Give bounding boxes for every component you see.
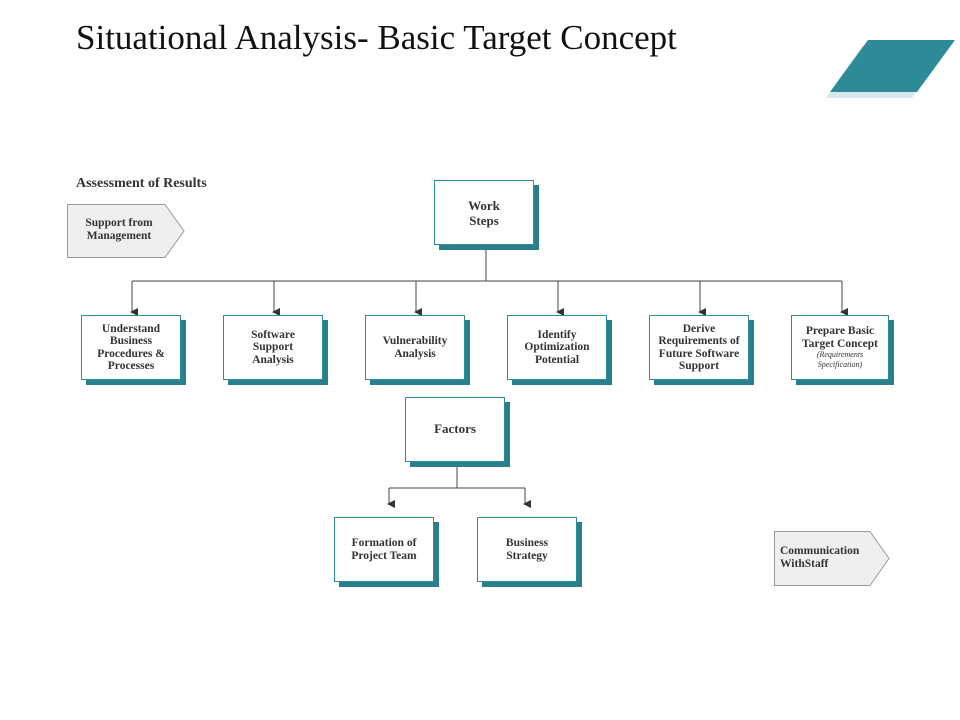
- step-box-identify-optimization: Identify Optimization Potential: [507, 315, 607, 380]
- factor-box-business-strategy: Business Strategy: [477, 517, 577, 582]
- step-box-derive-requirements: Derive Requirements of Future Software S…: [649, 315, 749, 380]
- step-box-software-support: Software Support Analysis: [223, 315, 323, 380]
- assessment-heading: Assessment of Results: [76, 176, 207, 191]
- page-title: Situational Analysis- Basic Target Conce…: [76, 18, 677, 57]
- work-steps-box: Work Steps: [434, 180, 534, 245]
- step-box-understand-business: Understand Business Procedures & Process…: [81, 315, 181, 380]
- step-box-vulnerability: Vulnerability Analysis: [365, 315, 465, 380]
- communication-with-staff-tag: Communication WithStaff: [774, 531, 890, 586]
- factor-box-project-team: Formation of Project Team: [334, 517, 434, 582]
- factors-box: Factors: [405, 397, 505, 462]
- step-note: (Requirements Specification): [816, 350, 864, 369]
- step-box-prepare-target: Prepare Basic Target Concept (Requiremen…: [791, 315, 889, 380]
- support-from-management-tag: Support from Management: [67, 204, 185, 258]
- step-label: Prepare Basic Target Concept: [802, 325, 878, 350]
